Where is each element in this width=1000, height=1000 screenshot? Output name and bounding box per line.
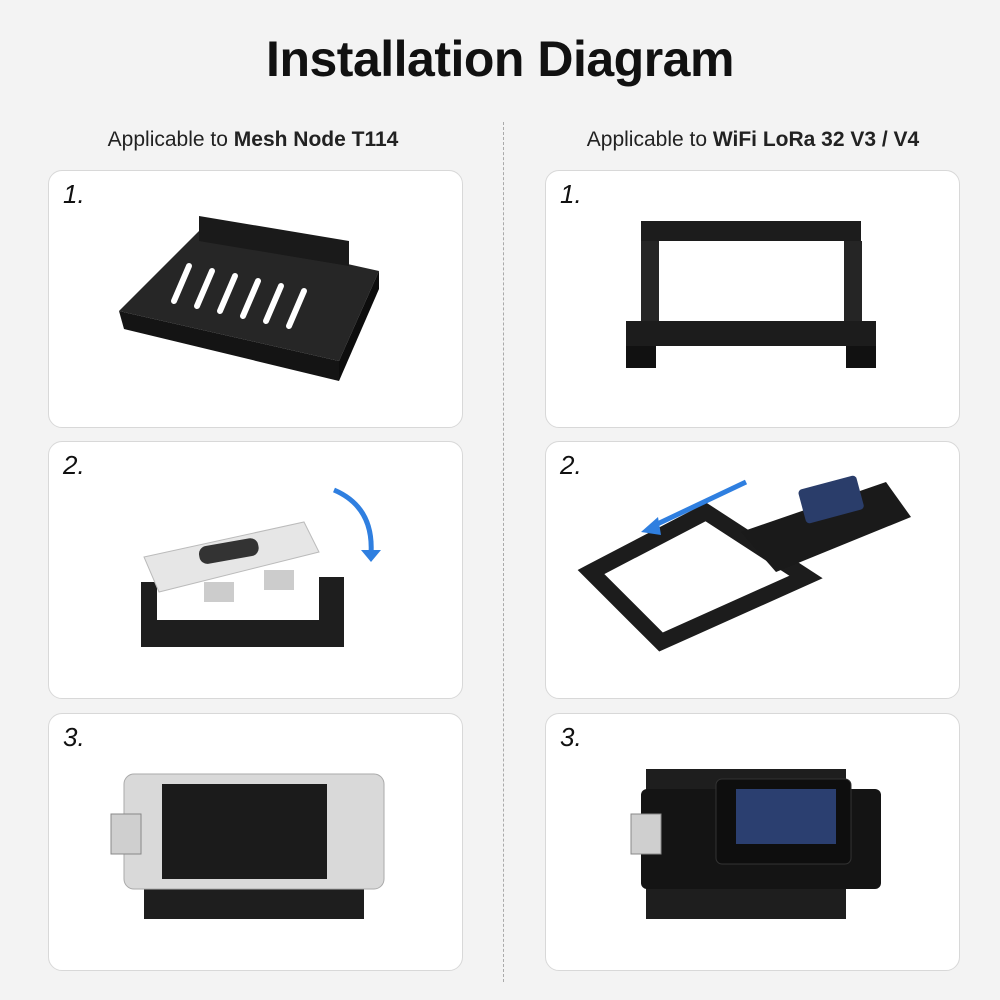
lora-slide-in-image bbox=[577, 475, 911, 652]
heading-prefix: Applicable to bbox=[107, 128, 234, 151]
step-number: 1. bbox=[560, 179, 582, 209]
t114-insert-image bbox=[141, 487, 381, 647]
column-divider bbox=[503, 122, 504, 982]
device-name: Mesh Node T114 bbox=[233, 128, 399, 151]
lora-step-2-panel: 2. bbox=[545, 441, 960, 699]
lora-step-1-panel: 1. bbox=[545, 170, 960, 428]
rotate-arrow-icon bbox=[332, 487, 374, 555]
t114-step-1-panel: 1. bbox=[48, 170, 463, 428]
step-number: 2. bbox=[560, 450, 582, 480]
right-column-heading: Applicable to WiFi LoRa 32 V3 / V4 bbox=[503, 128, 1000, 152]
t114-case-image bbox=[119, 216, 379, 381]
left-column-heading: Applicable to Mesh Node T114 bbox=[3, 128, 503, 152]
page-title: Installation Diagram bbox=[266, 31, 734, 87]
t114-installed-image bbox=[110, 773, 385, 919]
device-name: WiFi LoRa 32 V3 / V4 bbox=[712, 128, 920, 151]
step-number: 3. bbox=[560, 722, 582, 752]
step-number: 2. bbox=[63, 450, 85, 480]
lora-installed-image bbox=[630, 769, 881, 919]
heading-prefix: Applicable to bbox=[586, 128, 713, 151]
step-number: 1. bbox=[63, 179, 85, 209]
t114-step-2-panel: 2. bbox=[48, 441, 463, 699]
lora-step-3-panel: 3. bbox=[545, 713, 960, 971]
step-number: 3. bbox=[63, 722, 85, 752]
lora-frame-image bbox=[626, 221, 876, 368]
t114-step-3-panel: 3. bbox=[48, 713, 463, 971]
slide-arrow-icon bbox=[649, 479, 748, 530]
